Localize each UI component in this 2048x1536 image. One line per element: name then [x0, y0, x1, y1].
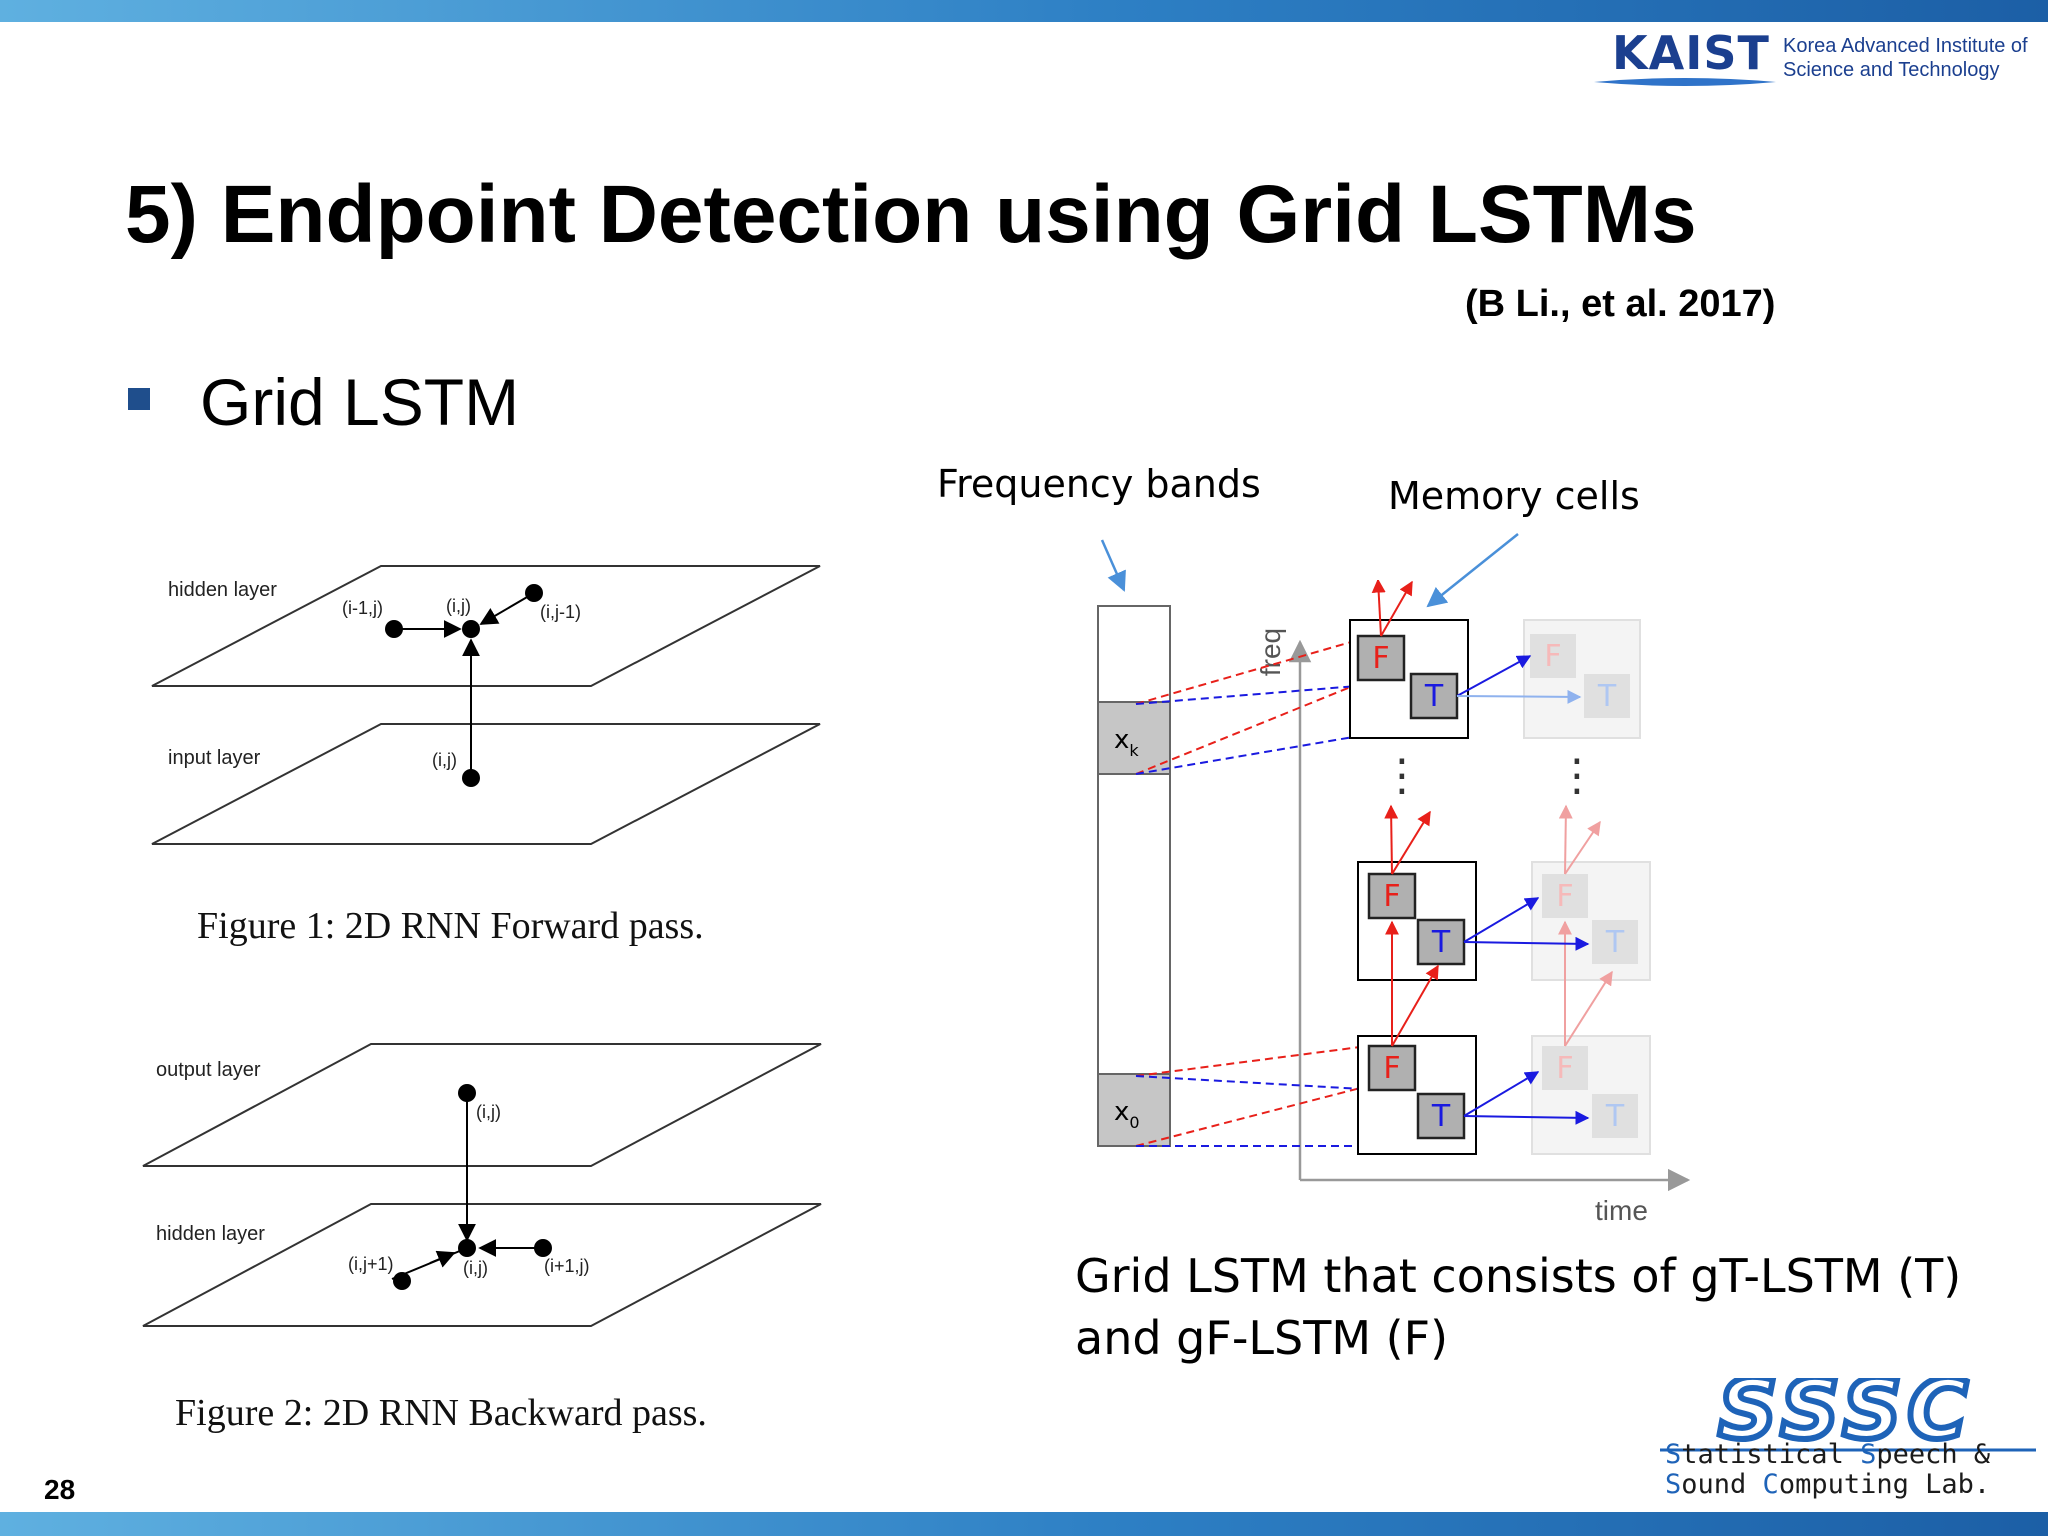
slide-title: 5) Endpoint Detection using Grid LSTMs: [125, 169, 1697, 260]
fig2-node-output: [458, 1084, 476, 1102]
kaist-logo-wordmark: KAIST: [1612, 26, 1770, 80]
grid-lstm-diagram: xk x0 freq time F T F T F T: [1097, 580, 1691, 1226]
sssc-logo-mark-icon: SSSC: [1660, 1378, 2036, 1454]
svg-text:T: T: [1431, 925, 1451, 960]
fig1-input-label: input layer: [168, 747, 261, 769]
fig2-node-left: [393, 1272, 411, 1290]
frequency-band-column: [1097, 605, 1171, 1147]
svg-text:T: T: [1605, 925, 1625, 960]
fig1-node-input: [462, 769, 480, 787]
fig2-hidden-label: hidden layer: [156, 1223, 265, 1245]
svg-text:T: T: [1597, 679, 1617, 714]
fig1-input-plane: [151, 723, 821, 845]
memory-cells-arrow-line: [1426, 533, 1519, 608]
fig1-hidden-label: hidden layer: [168, 579, 277, 601]
svg-text:F: F: [1556, 879, 1573, 914]
time-axis-label: time: [1595, 1195, 1648, 1226]
bottom-accent-bar: [0, 1512, 2048, 1536]
rnn-figures: hidden layer input layer (i-1,j) (i,j) (…: [142, 565, 822, 1434]
fig2-label-center: (i,j): [463, 1258, 488, 1278]
annotation-arrows: [1100, 533, 1519, 608]
svg-text:F: F: [1556, 1051, 1573, 1086]
fig1-caption: Figure 1: 2D RNN Forward pass.: [197, 905, 704, 947]
bullet-grid-lstm: Grid LSTM: [200, 365, 520, 439]
grid-caption-line-2: and gF-LSTM (F): [1075, 1311, 1449, 1365]
fig2-label-left: (i,j+1): [348, 1254, 394, 1274]
fig2-node-right: [534, 1239, 552, 1257]
kaist-logo-swoosh-icon: [1594, 78, 1776, 86]
kaist-subtitle-line-2: Science and Technology: [1783, 59, 2000, 81]
fig2-caption: Figure 2: 2D RNN Backward pass.: [175, 1392, 707, 1434]
freq-axis-label: freq: [1255, 628, 1286, 676]
sssc-subtitle-line-1: Statistical Speech &: [1665, 1439, 1991, 1470]
svg-text:F: F: [1383, 1051, 1400, 1086]
citation: (B Li., et al. 2017): [1465, 283, 1776, 325]
band-xk: [1097, 701, 1171, 775]
svg-text:F: F: [1544, 639, 1561, 674]
fig1-node-right: [525, 584, 543, 602]
grid-lstm-caption: Grid LSTM that consists of gT-LSTM (T) a…: [1075, 1245, 2025, 1369]
sssc-subtitle-line-2: Sound Computing Lab.: [1665, 1469, 1991, 1500]
fig2-label-right: (i+1,j): [544, 1256, 590, 1276]
band-xk-label: xk: [1114, 725, 1139, 760]
kaist-logo-subtitle: Korea Advanced Institute of Science and …: [1783, 34, 2043, 82]
fig2-output-label: output layer: [156, 1059, 261, 1081]
fig1-label-left: (i-1,j): [342, 598, 383, 618]
ellipsis-column-2: ⋮: [1555, 750, 1599, 801]
annotation-frequency-bands: Frequency bands: [937, 462, 1261, 506]
svg-text:F: F: [1383, 879, 1400, 914]
cell-column-1: F T F T F T: [1349, 619, 1477, 1155]
svg-text:T: T: [1605, 1099, 1625, 1134]
top-accent-bar: [0, 0, 2048, 22]
frequency-bands-arrow-line: [1100, 539, 1126, 592]
cell-column-2: F T F T F T: [1523, 619, 1651, 1155]
svg-text:F: F: [1372, 641, 1389, 676]
fig1-hidden-plane: [151, 565, 821, 687]
fig1-label-center: (i,j): [446, 596, 471, 616]
page-number: 28: [44, 1474, 76, 1505]
annotation-memory-cells: Memory cells: [1388, 474, 1640, 518]
fig2-node-center: [458, 1239, 476, 1257]
fig1-label-right: (i,j-1): [540, 602, 581, 622]
band-x0: [1097, 1073, 1171, 1147]
fig1-node-center: [462, 620, 480, 638]
fig2-label-output: (i,j): [476, 1102, 501, 1122]
grid-caption-line-1: Grid LSTM that consists of gT-LSTM (T): [1075, 1249, 1962, 1303]
svg-text:T: T: [1424, 679, 1444, 714]
fig1-node-left: [385, 620, 403, 638]
fig1-label-input: (i,j): [432, 750, 457, 770]
svg-text:SSSC: SSSC: [1718, 1378, 1974, 1454]
sssc-logo-subtitle: Statistical Speech & Sound Computing Lab…: [1665, 1440, 2045, 1500]
kaist-subtitle-line-1: Korea Advanced Institute of: [1783, 35, 2028, 57]
band-x0-label: x0: [1114, 1097, 1140, 1132]
fig2-output-plane: [142, 1043, 822, 1167]
fig2-hidden-plane: [142, 1203, 822, 1327]
ellipsis-column-1: ⋮: [1380, 750, 1424, 801]
svg-text:T: T: [1431, 1099, 1451, 1134]
bullet-square-icon: [128, 388, 150, 410]
